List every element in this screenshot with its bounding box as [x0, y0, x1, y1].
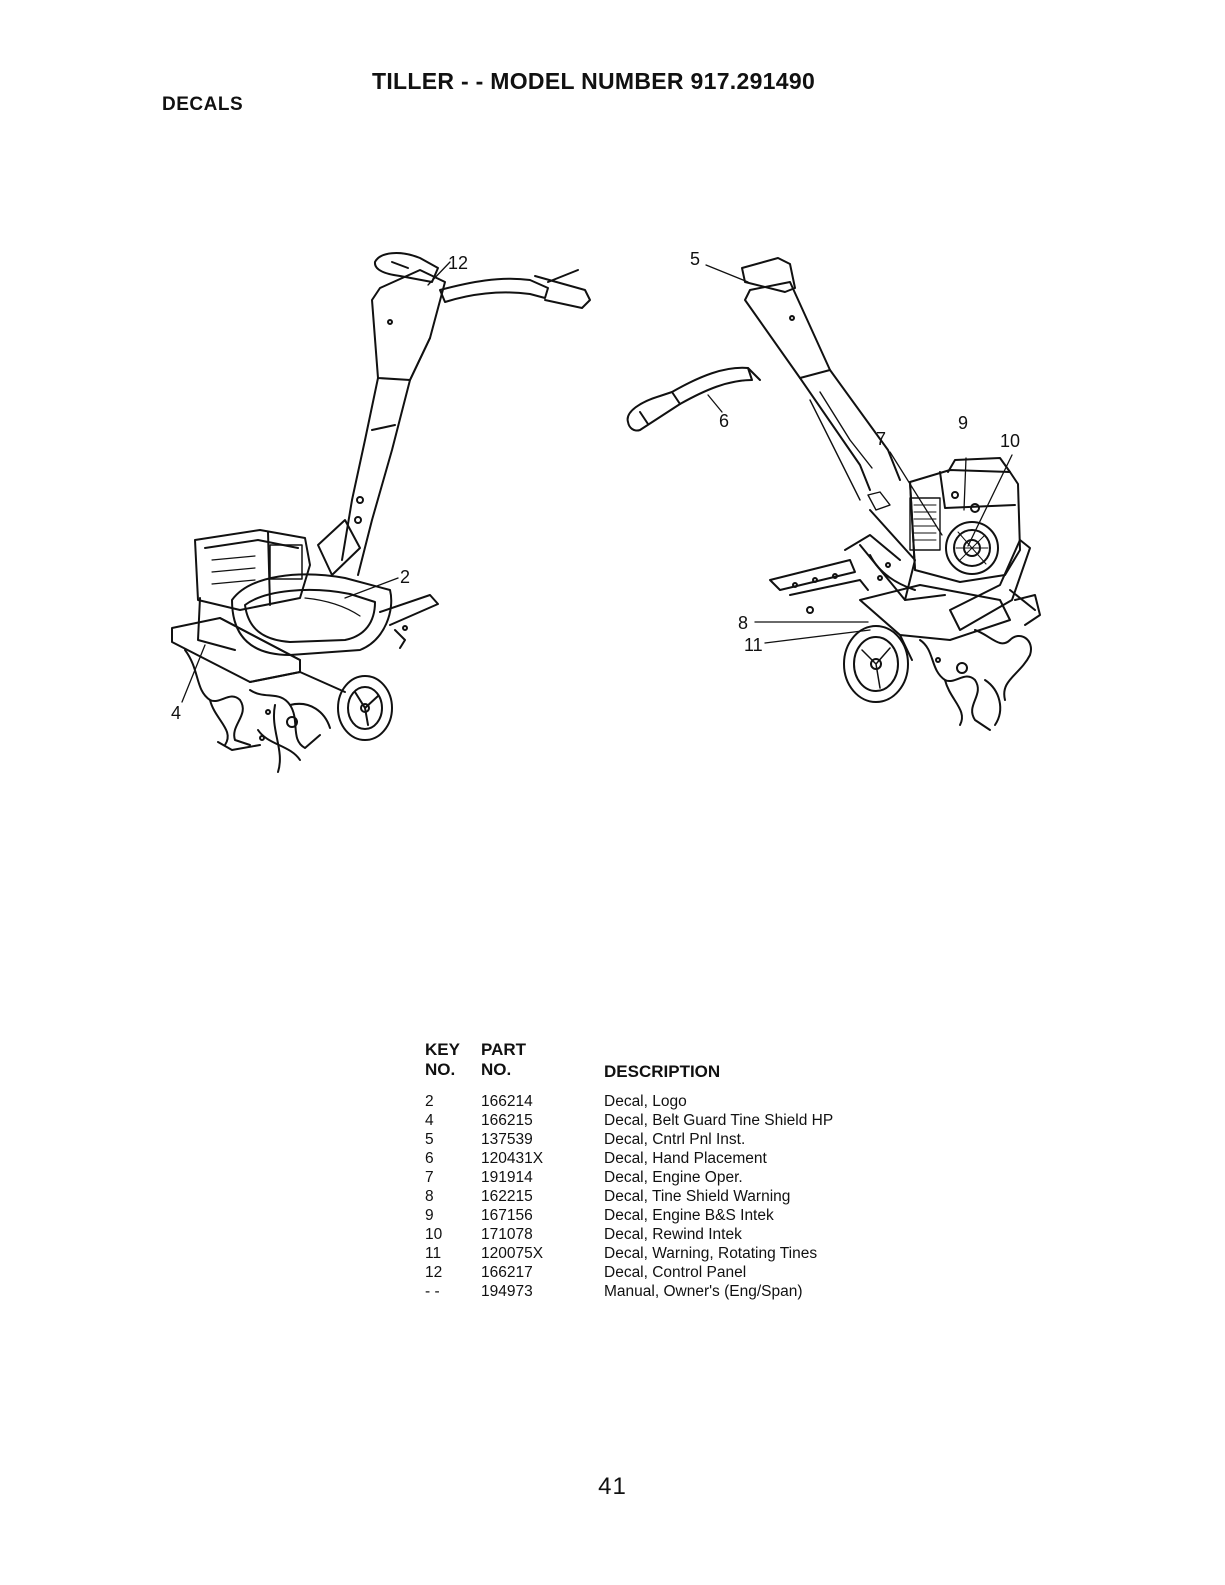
key-no: 11 [425, 1245, 442, 1262]
description: Decal, Logo [604, 1093, 687, 1110]
description: Decal, Belt Guard Tine Shield HP [604, 1112, 834, 1129]
page-number: 41 [598, 1473, 627, 1500]
key-no: 8 [425, 1188, 434, 1205]
table-row: 9 167156 Decal, Engine B&S Intek [425, 1206, 945, 1225]
parts-rows: 2 166214 Decal, Logo 4 166215 Decal, Bel… [425, 1092, 945, 1301]
part-no: 137539 [481, 1131, 533, 1148]
callout-5: 5 [690, 249, 701, 269]
callout-12: 12 [448, 253, 469, 273]
callout-11: 11 [744, 635, 763, 655]
page-title: TILLER - - MODEL NUMBER 917.291490 [372, 68, 816, 94]
header-part-line1: PART [481, 1040, 527, 1059]
table-row: 4 166215 Decal, Belt Guard Tine Shield H… [425, 1111, 945, 1130]
key-no: 12 [425, 1264, 443, 1281]
table-row: 6 120431X Decal, Hand Placement [425, 1149, 945, 1168]
key-no: 10 [425, 1226, 443, 1243]
header-description: DESCRIPTION [604, 1062, 721, 1081]
key-no: - - [425, 1283, 440, 1300]
description: Decal, Hand Placement [604, 1150, 767, 1167]
part-no: 166217 [481, 1264, 533, 1281]
part-no: 162215 [481, 1188, 533, 1205]
part-no: 120075X [481, 1245, 544, 1262]
header-key-line2: NO. [425, 1060, 456, 1079]
key-no: 4 [425, 1112, 434, 1129]
callout-8: 8 [738, 613, 749, 633]
part-no: 120431X [481, 1150, 544, 1167]
key-no: 6 [425, 1150, 434, 1167]
callout-6: 6 [719, 411, 730, 431]
table-row: 2 166214 Decal, Logo [425, 1092, 945, 1111]
description: Decal, Warning, Rotating Tines [604, 1245, 818, 1262]
header-part-line2: NO. [481, 1060, 512, 1079]
key-no: 5 [425, 1131, 434, 1148]
description: Decal, Tine Shield Warning [604, 1188, 791, 1205]
callout-4: 4 [171, 703, 182, 723]
table-row: 11 120075X Decal, Warning, Rotating Tine… [425, 1244, 945, 1263]
description: Decal, Engine B&S Intek [604, 1207, 774, 1224]
section-title: DECALS [162, 94, 244, 115]
description: Manual, Owner's (Eng/Span) [604, 1283, 803, 1300]
part-no: 167156 [481, 1207, 533, 1224]
part-no: 166214 [481, 1093, 533, 1110]
table-row: 5 137539 Decal, Cntrl Pnl Inst. [425, 1130, 945, 1149]
part-no: 166215 [481, 1112, 533, 1129]
description: Decal, Engine Oper. [604, 1169, 743, 1186]
part-no: 194973 [481, 1283, 533, 1300]
callout-10: 10 [1000, 431, 1021, 451]
callout-9: 9 [958, 413, 969, 433]
table-row: 8 162215 Decal, Tine Shield Warning [425, 1187, 945, 1206]
callout-2: 2 [400, 567, 411, 587]
callout-7: 7 [876, 429, 887, 449]
description: Decal, Cntrl Pnl Inst. [604, 1131, 746, 1148]
table-row: 7 191914 Decal, Engine Oper. [425, 1168, 945, 1187]
table-row: - - 194973 Manual, Owner's (Eng/Span) [425, 1282, 945, 1301]
part-no: 191914 [481, 1169, 533, 1186]
description: Decal, Control Panel [604, 1264, 747, 1281]
key-no: 9 [425, 1207, 434, 1224]
key-no: 7 [425, 1169, 434, 1186]
part-no: 171078 [481, 1226, 533, 1243]
header-key-line1: KEY [425, 1040, 460, 1059]
table-row: 12 166217 Decal, Control Panel [425, 1263, 945, 1282]
description: Decal, Rewind Intek [604, 1226, 742, 1243]
key-no: 2 [425, 1093, 434, 1110]
right-tiller-drawing [626, 257, 1041, 731]
table-row: 10 171078 Decal, Rewind Intek [425, 1225, 945, 1244]
left-tiller-drawing [171, 252, 591, 773]
